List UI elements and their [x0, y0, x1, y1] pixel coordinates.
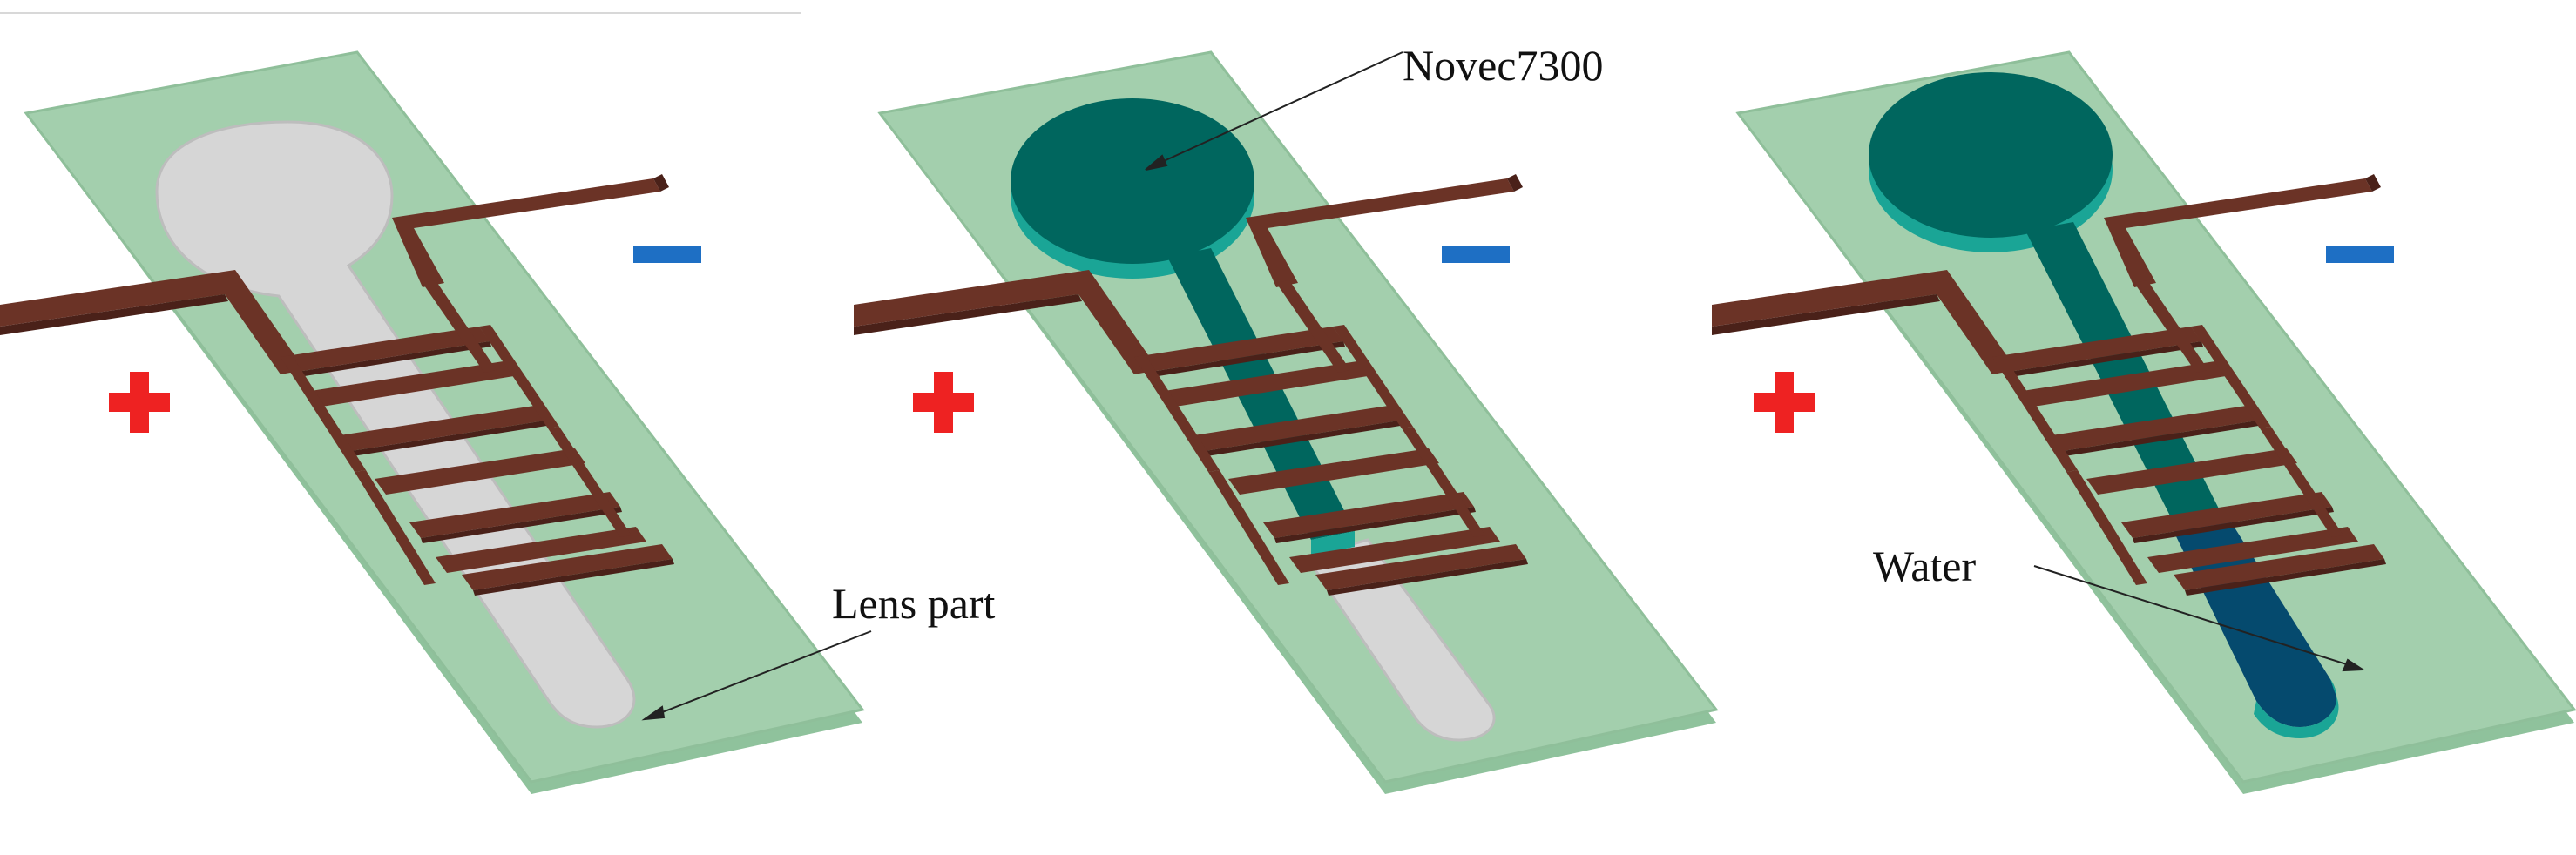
plus-terminal-icon	[109, 372, 170, 433]
plus-terminal-icon	[913, 372, 974, 433]
panel-novec-water	[1712, 50, 2576, 796]
top-border-line	[0, 12, 801, 14]
panel-novec-filled	[854, 50, 1718, 796]
minus-terminal-icon	[633, 246, 701, 263]
minus-terminal-icon	[1442, 246, 1510, 263]
plus-terminal-icon	[1754, 372, 1815, 433]
label-novec: Novec7300	[1403, 41, 1604, 90]
label-lens-part: Lens part	[832, 579, 996, 628]
annotation-arrows	[641, 51, 2366, 721]
minus-terminal-icon	[2326, 246, 2394, 263]
label-water: Water	[1873, 542, 1977, 590]
